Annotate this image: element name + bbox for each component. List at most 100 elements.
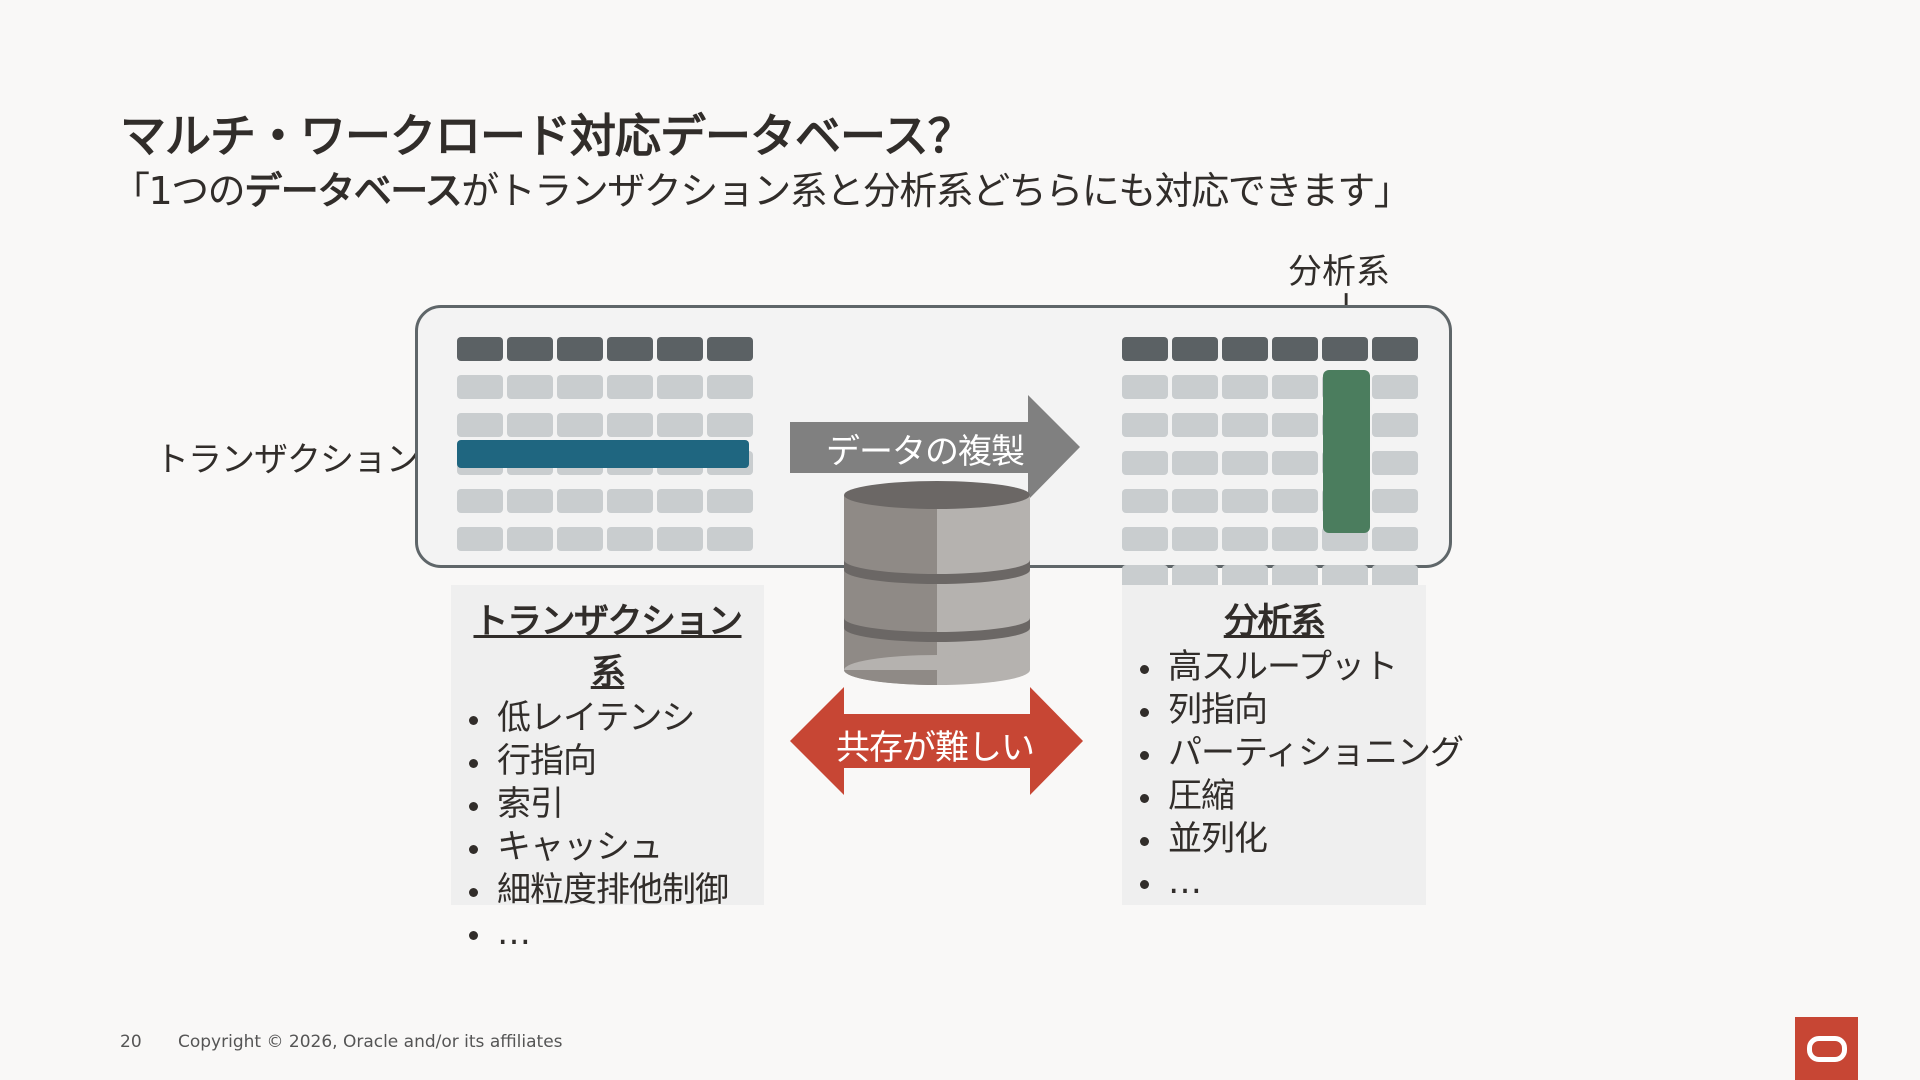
table-cell (1122, 413, 1168, 437)
logo-ring (1806, 1035, 1847, 1062)
list-item: パーティショニング (1138, 732, 1464, 775)
table-cell (457, 489, 503, 513)
table-cell (607, 375, 653, 399)
copyright-text: Copyright © 2026, Oracle and/or its affi… (178, 1032, 563, 1052)
analytic-list: 高スループット 列指向 パーティショニング 圧縮 並列化 … (1138, 646, 1464, 904)
slide-subtitle: 「1つのデータベースがトランザクション系と分析系どちらにも対応できます」 (112, 160, 1412, 215)
table-cell (507, 413, 553, 437)
table-header-cell (707, 337, 753, 361)
copy-arrow-icon (790, 395, 1080, 500)
table-cell (1172, 489, 1218, 513)
table-header-cell (557, 337, 603, 361)
database-band-bottom (844, 618, 1030, 642)
table-cell (1372, 527, 1418, 551)
list-item: … (1138, 861, 1410, 904)
subtitle-emphasis: データベース (244, 169, 463, 213)
table-cell (1222, 451, 1268, 475)
list-item: 細粒度排他制御 (467, 869, 748, 912)
table-cell (557, 413, 603, 437)
analytic-box: 分析系 高スループット 列指向 パーティショニング 圧縮 並列化 … (1122, 585, 1464, 905)
column-highlight (1323, 370, 1370, 533)
database-band-top (844, 560, 1030, 584)
table-cell (1222, 527, 1268, 551)
table-header-cell (507, 337, 553, 361)
table-cell (457, 413, 503, 437)
table-cell (607, 489, 653, 513)
analytic-heading: 分析系 (1223, 602, 1326, 642)
page-number: 20 (120, 1032, 142, 1052)
table-cell (1372, 489, 1418, 513)
transaction-list: 低レイテンシ 行指向 索引 キャッシュ 細粒度排他制御 … (467, 697, 748, 955)
table-cell (1272, 413, 1318, 437)
double-arrow-shape (790, 687, 1083, 795)
list-item: 索引 (467, 783, 748, 826)
slide-title: マルチ・ワークロード対応データベース？ (120, 109, 974, 163)
table-header-cell (1322, 337, 1368, 361)
table-cell (507, 527, 553, 551)
table-cell (1272, 451, 1318, 475)
table-cell (657, 527, 703, 551)
table-cell (1272, 527, 1318, 551)
table-cell (707, 375, 753, 399)
row-highlight (457, 440, 749, 468)
database-bottom-shade (844, 670, 937, 685)
table-cell (1122, 489, 1168, 513)
table-cell (507, 375, 553, 399)
table-header-cell (607, 337, 653, 361)
table-cell (1122, 451, 1168, 475)
table-cell (1222, 489, 1268, 513)
conflict-label: 共存が難しい (836, 728, 1035, 768)
list-item: キャッシュ (467, 826, 748, 869)
table-cell (1172, 375, 1218, 399)
database-icon (844, 481, 1030, 685)
table-cell (1372, 375, 1418, 399)
table-cell (457, 527, 503, 551)
table-cell (657, 489, 703, 513)
copy-arrow-shape (790, 395, 1080, 500)
table-cell (1122, 375, 1168, 399)
table-cell (507, 489, 553, 513)
list-item: 高スループット (1138, 646, 1410, 689)
database-top (844, 481, 1030, 509)
column-store-table (1122, 337, 1418, 599)
list-item: 並列化 (1138, 818, 1410, 861)
table-header-cell (1122, 337, 1168, 361)
table-cell (1122, 527, 1168, 551)
analytic-label: 分析系 (1288, 252, 1390, 292)
subtitle-suffix: がトランザクション系と分析系どちらにも対応できます」 (461, 169, 1412, 213)
table-cell (1172, 451, 1218, 475)
list-item: 低レイテンシ (467, 697, 748, 740)
table-cell (1222, 413, 1268, 437)
table-cell (657, 413, 703, 437)
table-header-cell (457, 337, 503, 361)
list-item: 圧縮 (1138, 775, 1410, 818)
table-cell (1372, 451, 1418, 475)
transaction-box: トランザクション系 低レイテンシ 行指向 索引 キャッシュ 細粒度排他制御 … (451, 585, 764, 953)
table-cell (607, 527, 653, 551)
table-cell (1272, 489, 1318, 513)
table-header-cell (1172, 337, 1218, 361)
transaction-heading: トランザクション系 (473, 602, 743, 693)
table-cell (707, 489, 753, 513)
table-header-cell (1222, 337, 1268, 361)
list-item: 列指向 (1138, 689, 1410, 732)
table-cell (1272, 375, 1318, 399)
subtitle-prefix: 「1つの (112, 169, 246, 213)
table-cell (557, 375, 603, 399)
table-cell (557, 527, 603, 551)
double-arrow-icon (790, 687, 1083, 795)
copy-label: データの複製 (826, 432, 1025, 472)
table-cell (557, 489, 603, 513)
table-cell (657, 375, 703, 399)
table-cell (1172, 527, 1218, 551)
table-cell (607, 413, 653, 437)
table-cell (1372, 413, 1418, 437)
oracle-logo-icon (1795, 1017, 1858, 1080)
list-item: … (467, 912, 748, 955)
list-item: 行指向 (467, 740, 748, 783)
table-header-cell (1372, 337, 1418, 361)
table-cell (707, 413, 753, 437)
table-cell (707, 527, 753, 551)
table-cell (1172, 413, 1218, 437)
table-cell (1222, 375, 1268, 399)
